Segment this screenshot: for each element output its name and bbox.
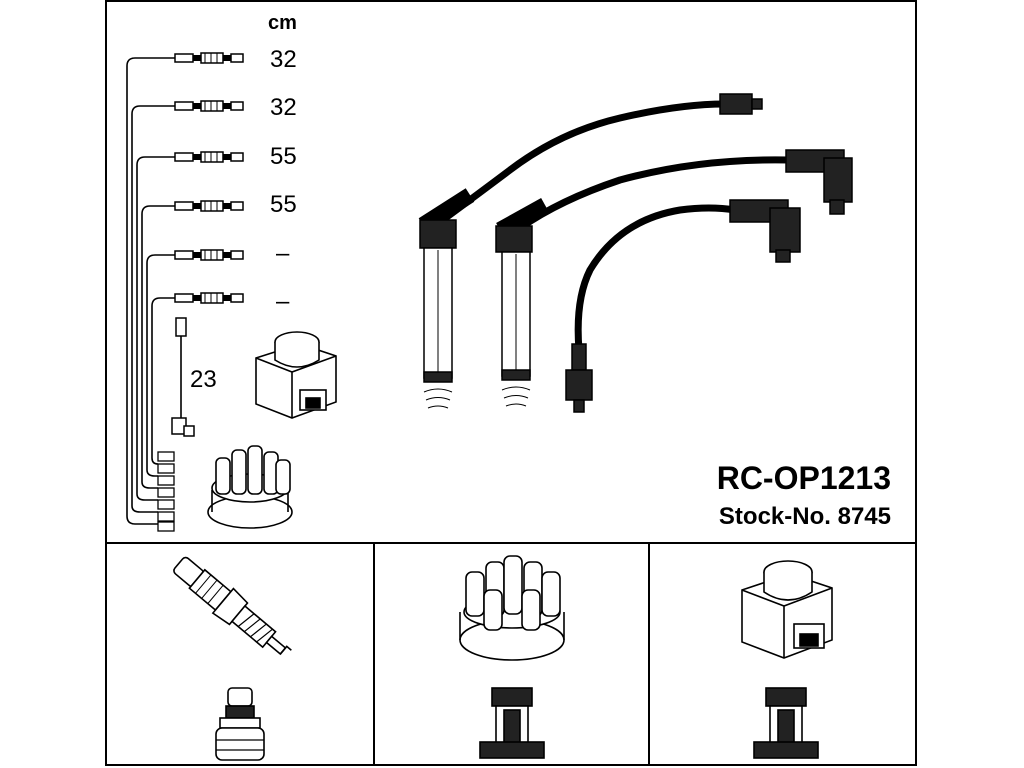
cable-length-6: – (276, 288, 290, 315)
cable-1-ends (419, 93, 763, 409)
unit-label: cm (268, 12, 297, 34)
plug-connector-icon (215, 687, 265, 761)
cable-length-1: 32 (270, 46, 297, 73)
cable-3-ends (565, 199, 801, 413)
cable-length-2: 32 (270, 94, 297, 121)
cable-length-3: 55 (270, 143, 297, 170)
coil-connector-icon (753, 687, 819, 759)
column-divider-1 (373, 542, 375, 766)
ignition-coil-small (255, 331, 337, 419)
distributor-cap-icon (459, 555, 565, 661)
spark-plug-icon (173, 556, 292, 656)
section-divider (105, 542, 917, 544)
column-divider-2 (648, 542, 650, 766)
coil-cable-length: 23 (190, 366, 217, 393)
cable-connectors (174, 52, 244, 304)
distributor-cap-small (207, 445, 293, 529)
cap-terminals (157, 451, 175, 532)
cable-length-5: – (276, 240, 290, 267)
cable-3 (574, 204, 736, 351)
stock-number: Stock-No. 8745 (718, 503, 891, 530)
coil-cable (171, 317, 195, 437)
ignition-coil-icon (741, 560, 833, 659)
product-code: RC-OP1213 (716, 460, 891, 496)
cable-2-ends (495, 149, 853, 407)
cable-schematic (126, 57, 182, 525)
diagram-frame (105, 0, 917, 766)
cap-connector-icon (479, 687, 545, 759)
cable-length-4: 55 (270, 191, 297, 218)
